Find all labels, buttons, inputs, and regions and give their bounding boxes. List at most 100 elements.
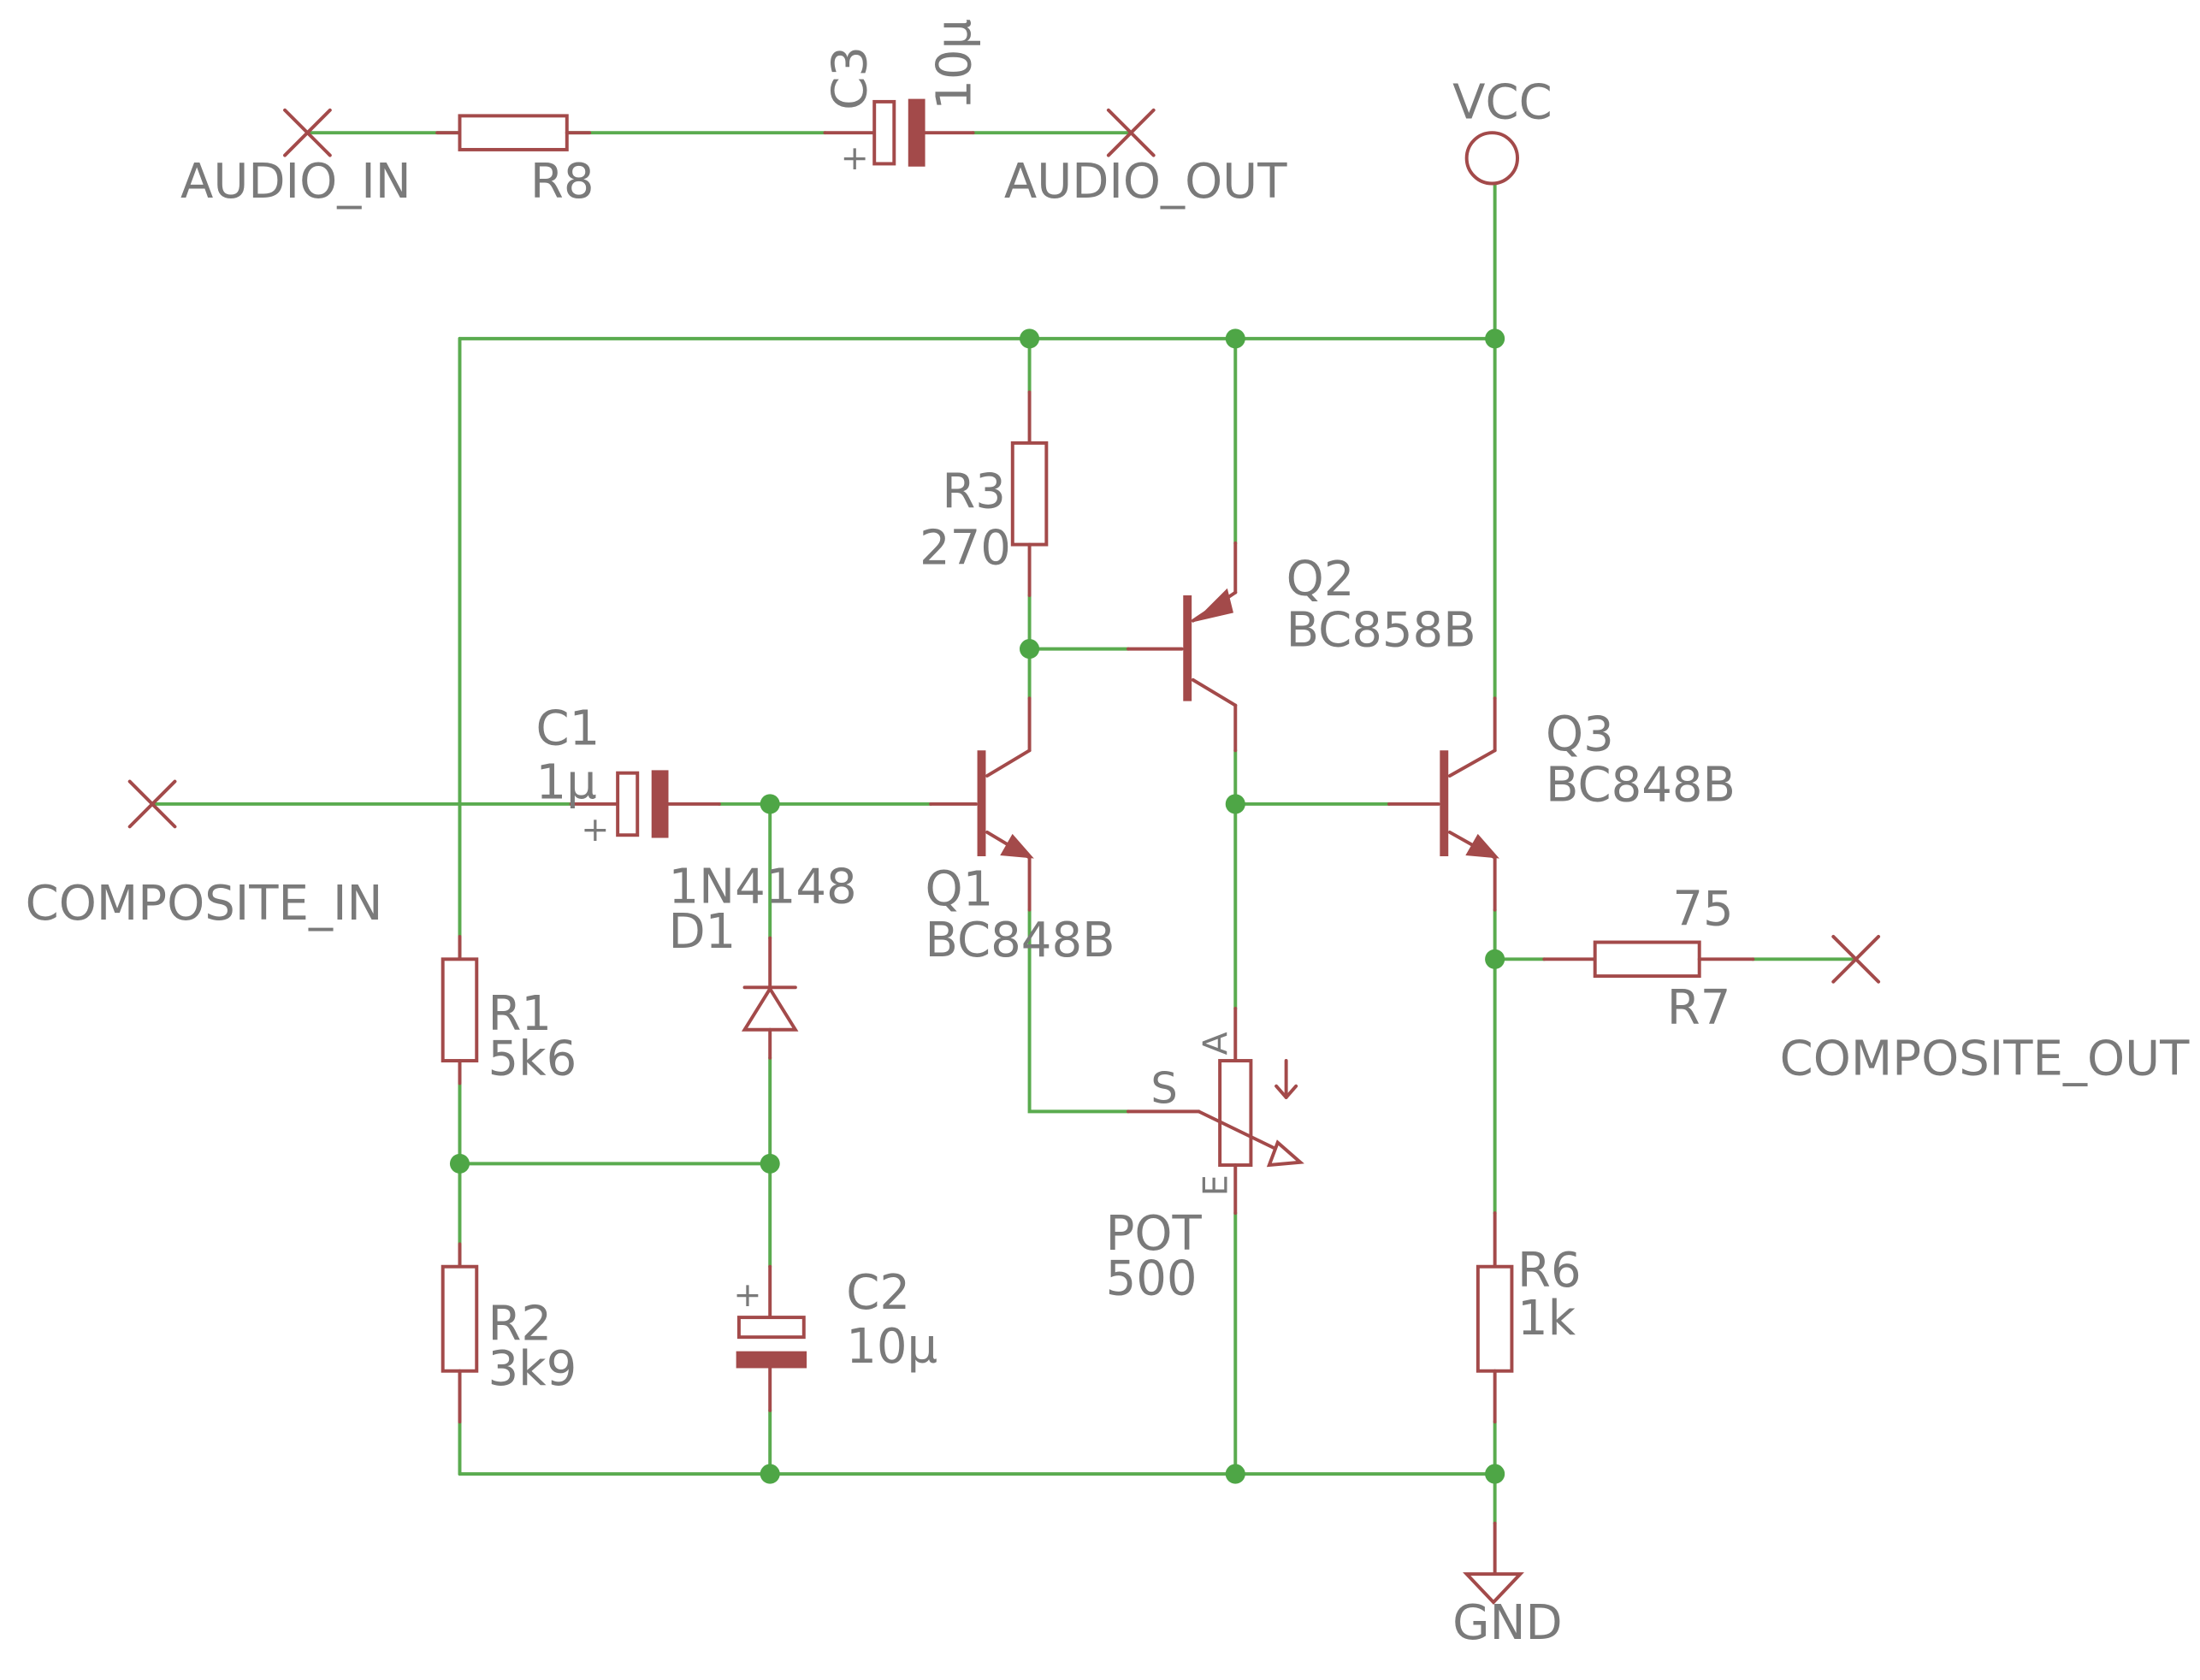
composite-in-label: COMPOSITE_IN [26,876,383,932]
junction-dot [1485,1464,1505,1484]
resistor-r3[interactable]: R3 270 [920,390,1049,597]
collector-lead [1447,748,1497,778]
diode-d1[interactable]: 1N4148 D1 [668,859,857,1060]
wire-q1-emitter-pot [1027,908,1130,1114]
composite-in-terminal[interactable]: COMPOSITE_IN [26,779,383,932]
junction-dot [1020,328,1040,349]
resistor-body [1593,940,1701,979]
junction-dot [1485,328,1505,349]
audio-out-label: AUDIO_OUT [1004,154,1287,210]
junction-dot [449,1153,470,1174]
r2-name-label: R2 [488,1296,552,1352]
collector-lead [985,748,1032,778]
r8-name-label: R8 [530,154,594,210]
c3-value-label: 10µ [926,19,982,110]
junction-dot [1020,639,1040,660]
vcc-circle-icon [1464,131,1519,186]
pot-pin-a-label: A [1196,1032,1235,1055]
r1-name-label: R1 [488,986,552,1042]
c3-name-label: C3 [822,46,878,110]
pnp-arrow-icon [1193,588,1233,623]
npn-arrow-icon [1000,833,1034,859]
junction-dot [1225,794,1245,814]
npn-arrow-icon [1465,833,1499,859]
r6-value-label: 1k [1517,1291,1576,1346]
audio-in-label: AUDIO_IN [180,154,411,210]
capacitor-plus-plate [736,1316,806,1340]
gnd-label: GND [1452,1595,1563,1651]
pot-name-label: POT [1106,1206,1203,1262]
c3-polarity-label: + [841,139,869,178]
q2-value-label: BC858B [1286,602,1476,658]
c1-polarity-label: + [581,810,609,849]
terminal-x-icon [283,108,332,157]
r3-value-label: 270 [920,521,1011,577]
resistor-r7[interactable]: 75 R7 [1542,882,1755,1036]
capacitor-plus-plate [872,99,896,166]
capacitor-minus-plate [908,98,926,167]
capacitor-plus-plate [616,771,640,837]
terminal-x-icon [127,779,177,829]
junction-dot [1225,328,1245,349]
transistor-q2[interactable]: Q2 BC858B [1126,541,1476,753]
composite-out-label: COMPOSITE_OUT [1780,1032,2190,1087]
capacitor-minus-plate [651,770,669,838]
q1-name-label: Q1 [926,862,994,918]
composite-out-terminal[interactable]: COMPOSITE_OUT [1780,934,2190,1087]
pot-value-label: 500 [1106,1251,1198,1307]
capacitor-c3[interactable]: + C3 10µ [822,19,982,178]
r7-name-label: R7 [1667,980,1731,1036]
junction-dot [760,1464,780,1484]
transistor-q3[interactable]: Q3 BC848B [1387,696,1736,912]
resistor-r2[interactable]: R2 3k9 [441,1242,577,1424]
ground-icon [1463,1572,1524,1606]
d1-name-label: D1 [668,904,736,960]
resistor-r1[interactable]: R1 5k6 [441,934,577,1087]
q1-value-label: BC848B [926,913,1115,968]
pot-pin-e-label: E [1196,1174,1235,1196]
wiper-arrow-icon [1266,1139,1304,1168]
junctions [449,328,1505,1484]
q3-name-label: Q3 [1546,707,1614,762]
transistor-q1[interactable]: Q1 BC848B [926,696,1115,968]
pot-pin-s-label: S [1150,1063,1177,1113]
c2-value-label: 10µ [846,1319,937,1375]
capacitor-c2[interactable]: + C2 10µ [733,1264,937,1412]
terminal-x-icon [1106,108,1156,157]
r3-name-label: R3 [942,464,1006,520]
wires [151,131,1858,1525]
audio-out-terminal[interactable]: AUDIO_OUT [1004,108,1287,210]
terminal-x-icon [1831,934,1881,984]
r1-value-label: 5k6 [488,1032,577,1087]
vcc-label: VCC [1452,75,1552,131]
q3-value-label: BC848B [1546,758,1736,813]
capacitor-minus-plate [736,1351,807,1369]
audio-in-terminal[interactable]: AUDIO_IN [180,108,411,210]
resistor-r8[interactable]: R8 [435,114,594,210]
vcc-supply[interactable]: VCC [1452,75,1552,186]
junction-dot [1225,1464,1245,1484]
diode-triangle-icon [741,985,799,1032]
resistor-body [441,957,479,1063]
pot-body [1218,1059,1253,1168]
capacitor-c1[interactable]: + C1 1µ [536,701,721,849]
resistor-r6[interactable]: R6 1k [1476,1211,1582,1424]
resistor-body [1476,1264,1514,1373]
c2-polarity-label: + [733,1275,761,1315]
resistor-body [1010,441,1049,547]
c1-name-label: C1 [536,701,600,757]
junction-dot [760,794,780,814]
potentiometer-pot[interactable]: S A E POT 500 [1106,1007,1304,1307]
c1-value-label: 1µ [536,754,597,810]
junction-dot [760,1153,780,1174]
resistor-body [441,1264,479,1373]
r2-value-label: 3k9 [488,1341,577,1397]
c2-name-label: C2 [846,1265,910,1321]
gnd-symbol[interactable]: GND [1452,1521,1563,1651]
junction-dot [1485,949,1505,969]
r6-name-label: R6 [1517,1243,1582,1298]
resistor-body [458,114,569,151]
collector-lead [1191,677,1238,707]
d1-value-label: 1N4148 [668,859,856,914]
